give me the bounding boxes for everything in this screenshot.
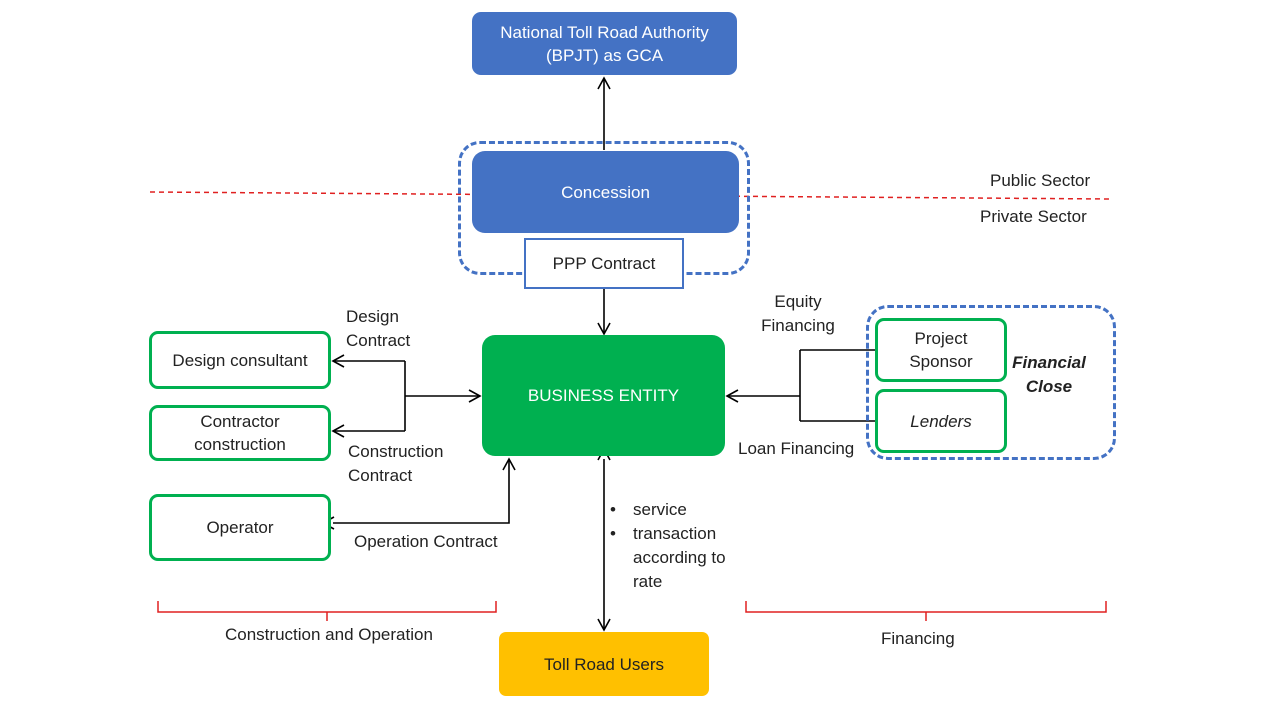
public-sector-label: Public Sector — [990, 171, 1091, 190]
design-contract-line2: Contract — [346, 331, 411, 350]
equity-financing-label: Equity Financing — [758, 290, 838, 338]
equity-financing-line1: Equity — [774, 292, 822, 311]
concession-node: Concession — [472, 151, 739, 233]
authority-line1: National Toll Road Authority — [500, 22, 709, 42]
design-contract-label: Design Contract — [346, 305, 410, 353]
toll-road-users-label: Toll Road Users — [544, 654, 664, 674]
construction-operation-label: Construction and Operation — [225, 625, 433, 644]
operator-label: Operator — [206, 518, 274, 537]
design-consultant-node: Design consultant — [149, 331, 331, 389]
operation-contract-label: Operation Contract — [354, 532, 498, 551]
brace-construction-operation — [157, 601, 497, 621]
service-bullet-1: service — [608, 498, 740, 522]
toll-road-users-node: Toll Road Users — [499, 632, 709, 696]
business-entity-label: BUSINESS ENTITY — [527, 386, 680, 405]
financial-close-label: Financial Close — [1006, 351, 1092, 399]
construction-contract-line1: Construction — [348, 442, 444, 461]
loan-financing-label: Loan Financing — [738, 439, 855, 458]
authority-line2: (BPJT) as GCA — [545, 45, 664, 65]
arrow-operation-contract — [321, 457, 516, 530]
ppp-contract-node: PPP Contract — [524, 238, 684, 289]
brace-financing — [745, 601, 1107, 621]
lenders-node: Lenders — [875, 389, 1007, 453]
contractor-node: Contractor construction — [149, 405, 331, 461]
project-sponsor-line2: Sponsor — [909, 352, 973, 371]
design-contract-line1: Design — [346, 307, 399, 326]
service-bullet-2: transaction according to rate — [608, 522, 740, 594]
lenders-label: Lenders — [910, 411, 972, 431]
private-sector-label: Private Sector — [980, 207, 1087, 226]
contractor-line1: Contractor — [200, 412, 280, 431]
financial-close-line1: Financial — [1012, 353, 1086, 372]
financing-label: Financing — [881, 629, 955, 648]
equity-financing-line2: Financing — [761, 316, 835, 335]
concession-label: Concession — [561, 182, 650, 202]
project-sponsor-line1: Project — [914, 329, 968, 348]
contractor-line2: construction — [194, 435, 286, 454]
financial-close-line2: Close — [1025, 377, 1073, 396]
construction-contract-line2: Contract — [348, 466, 413, 485]
business-entity-node: BUSINESS ENTITY — [482, 335, 725, 456]
service-bullets: service transaction according to rate — [608, 498, 740, 594]
operator-node: Operator — [149, 494, 331, 561]
ppp-contract-label: PPP Contract — [552, 254, 656, 273]
project-sponsor-node: Project Sponsor — [875, 318, 1007, 382]
construction-contract-label: Construction Contract — [348, 440, 443, 488]
authority-node: National Toll Road Authority (BPJT) as G… — [472, 12, 737, 75]
financial-close-group-outline — [866, 305, 1116, 460]
design-consultant-label: Design consultant — [172, 350, 308, 370]
